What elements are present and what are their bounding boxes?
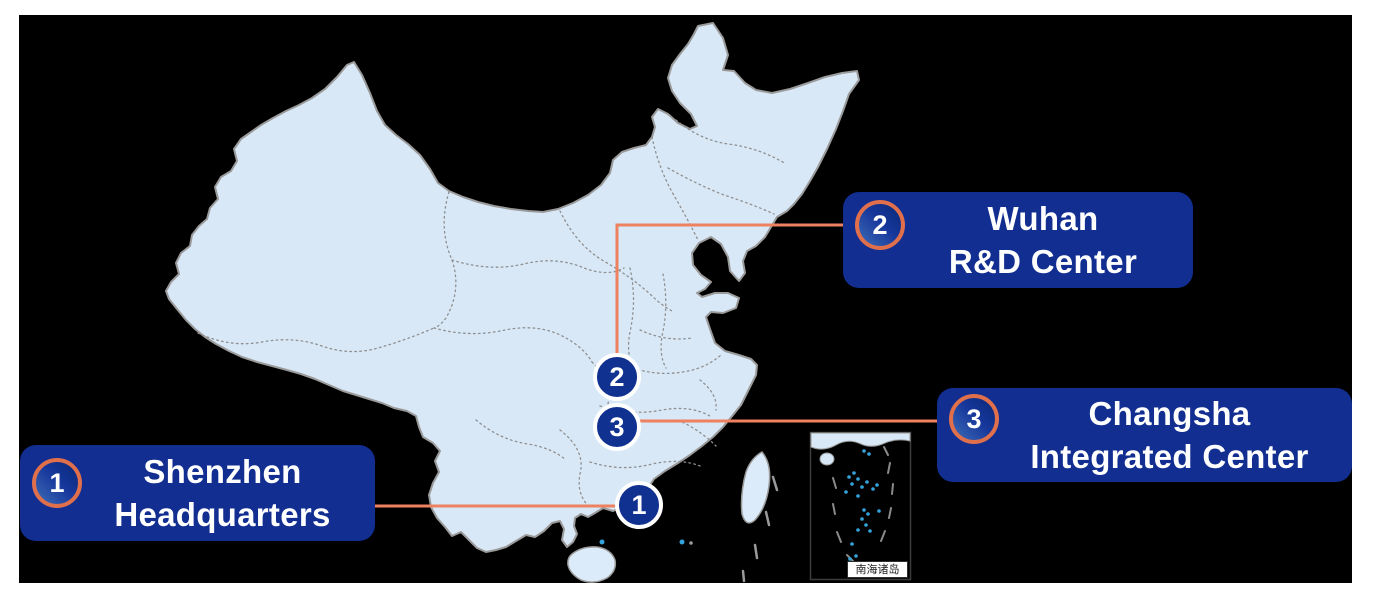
map-marker-shenzhen[interactable]: 1 <box>615 481 663 529</box>
badge-number: 2 <box>872 209 888 240</box>
location-card-shenzhen[interactable]: 1 Shenzhen Headquarters <box>20 445 375 541</box>
wuhan-number-badge: 2 <box>855 200 905 250</box>
location-name-line1: Changsha <box>1088 395 1251 432</box>
marker-number: 3 <box>609 411 625 442</box>
location-name-line1: Shenzhen <box>143 453 302 490</box>
shenzhen-card-text: Shenzhen Headquarters <box>82 450 375 536</box>
location-name-line2: Integrated Center <box>1030 438 1309 475</box>
location-name-line2: R&D Center <box>948 243 1138 280</box>
badge-number: 1 <box>49 467 65 498</box>
island-dot <box>599 539 605 545</box>
changsha-card-text: Changsha Integrated Center <box>999 392 1352 478</box>
province-borders <box>197 119 787 509</box>
location-card-wuhan[interactable]: 2 Wuhan R&D Center <box>843 192 1193 288</box>
badge-number: 3 <box>966 403 982 434</box>
taiwan-island <box>740 451 771 524</box>
south-china-sea-inset <box>809 431 912 581</box>
island-dot <box>689 541 693 545</box>
wuhan-card-text: Wuhan R&D Center <box>905 197 1193 283</box>
leader-line-wuhan <box>615 223 843 372</box>
location-card-changsha[interactable]: 3 Changsha Integrated Center <box>937 388 1352 482</box>
map-marker-changsha[interactable]: 3 <box>593 403 641 451</box>
map-marker-wuhan[interactable]: 2 <box>593 353 641 401</box>
shenzhen-number-badge: 1 <box>32 458 82 508</box>
hainan-island <box>567 546 617 583</box>
inset-caption: 南海诸岛 <box>847 561 908 578</box>
location-name-line2: Headquarters <box>114 496 331 533</box>
marker-number: 2 <box>609 361 625 392</box>
changsha-number-badge: 3 <box>949 394 999 444</box>
location-name-line1: Wuhan <box>987 200 1099 237</box>
island-dot <box>679 539 685 545</box>
maritime-dash-line <box>741 475 779 583</box>
marker-number: 1 <box>631 489 647 520</box>
